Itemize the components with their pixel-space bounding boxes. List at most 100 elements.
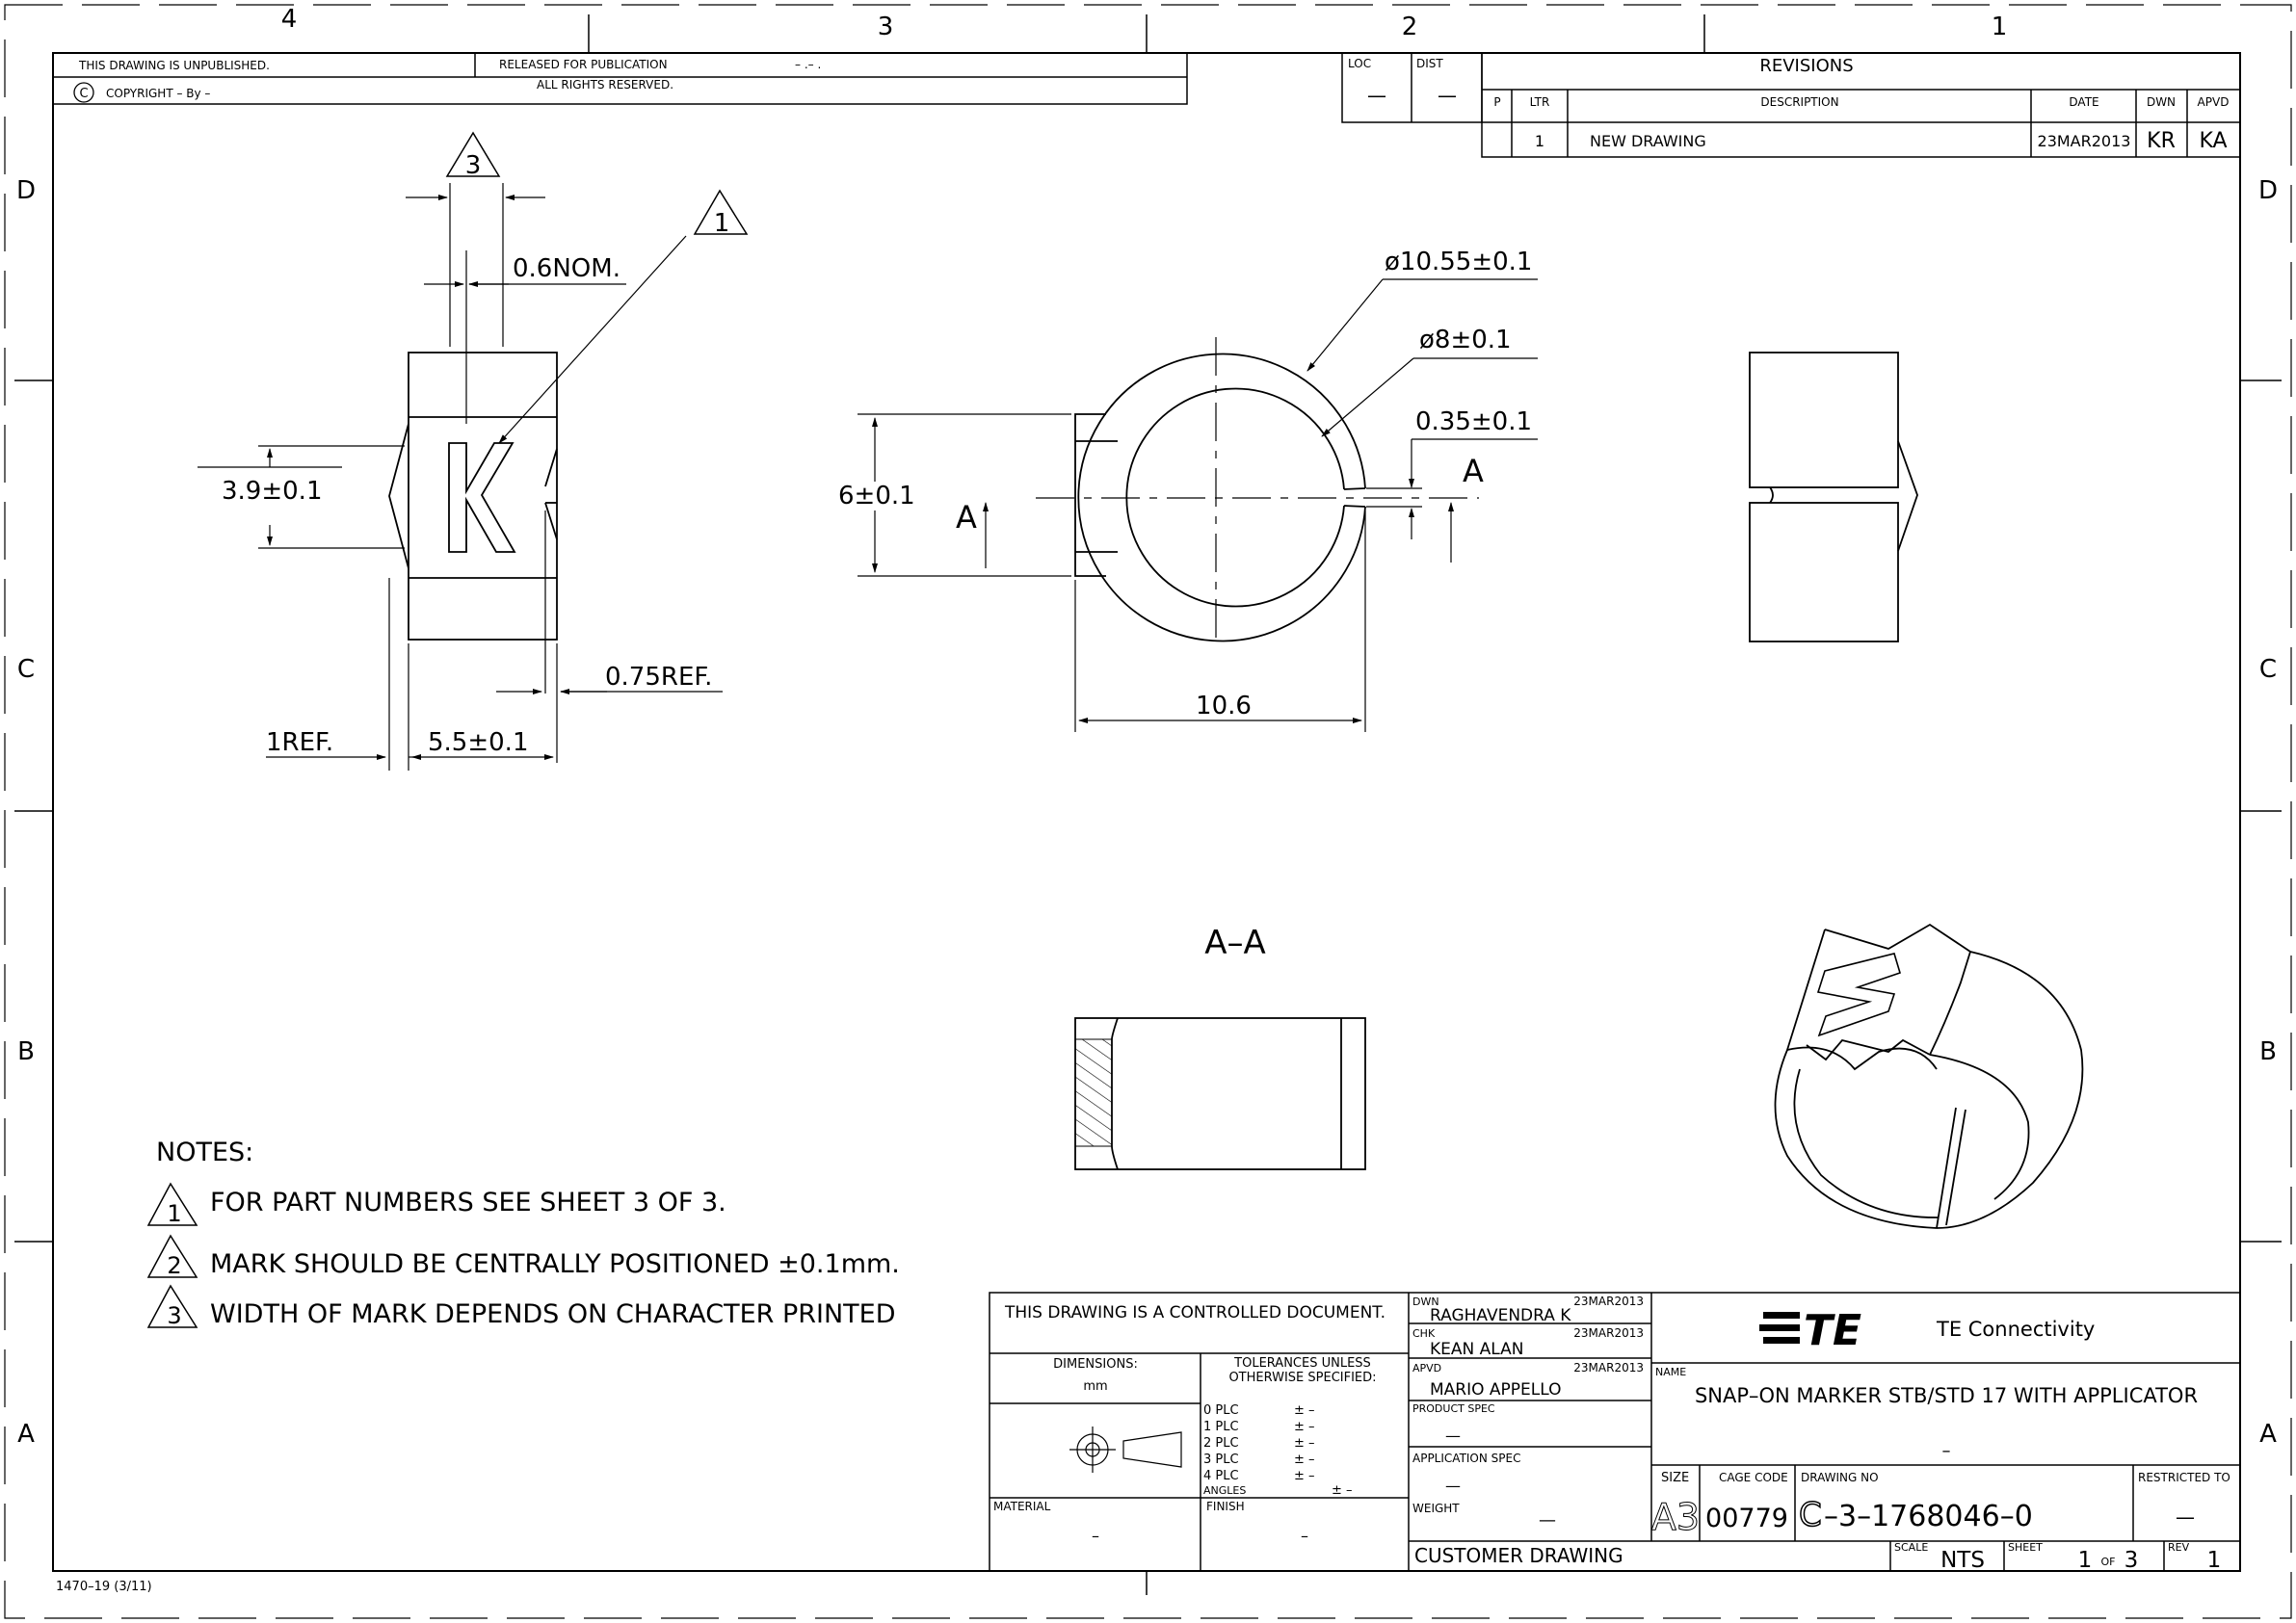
zone-col-2: 2 xyxy=(1402,13,1418,41)
rev-label: REV xyxy=(2168,1541,2190,1554)
plc-1: 1 PLC xyxy=(1203,1420,1239,1434)
section-arrow-right-label: A xyxy=(1463,453,1484,489)
zone-col-3: 3 xyxy=(878,13,894,41)
plc-2-tol: ± – xyxy=(1294,1436,1315,1451)
sheet-label: SHEET xyxy=(2008,1541,2043,1554)
copyright-text: COPYRIGHT – By – xyxy=(106,87,210,100)
rev-row-apvd: KA xyxy=(2199,129,2227,153)
finish-value: – xyxy=(1301,1527,1308,1545)
application-spec-label: APPLICATION SPEC xyxy=(1412,1452,1520,1465)
released-label: RELEASED FOR PUBLICATION xyxy=(499,58,668,71)
loc-dist-block: LOC DIST — — xyxy=(1341,52,1483,123)
rev-header-p: P xyxy=(1493,95,1500,109)
controlled-document: THIS DRAWING IS A CONTROLLED DOCUMENT. xyxy=(1004,1303,1386,1322)
loc-value: — xyxy=(1367,84,1386,107)
projection-symbol-icon xyxy=(1069,1427,1182,1473)
rev-header-dwn: DWN xyxy=(2147,95,2176,109)
callout-1-number: 1 xyxy=(714,209,730,238)
dimensions-label: DIMENSIONS: xyxy=(1053,1357,1138,1372)
zone-row-b-left: B xyxy=(17,1037,35,1066)
callout-3-triangle: 3 xyxy=(445,131,501,180)
dim-1-ref: 1REF. xyxy=(266,728,333,757)
note-2-number: 2 xyxy=(167,1252,181,1279)
name-label: NAME xyxy=(1655,1366,1686,1378)
zone-row-c-left: C xyxy=(17,655,35,684)
finish-label: FINISH xyxy=(1206,1500,1245,1513)
material-value: – xyxy=(1092,1527,1099,1545)
material-label: MATERIAL xyxy=(993,1500,1051,1513)
plc-0: 0 PLC xyxy=(1203,1403,1239,1418)
sheet-total: 3 xyxy=(2124,1548,2139,1573)
rights-reserved: ALL RIGHTS RESERVED. xyxy=(537,78,673,92)
mark-letter-k xyxy=(448,442,516,553)
customer-drawing: CUSTOMER DRAWING xyxy=(1414,1544,1623,1567)
section-a-a: A–A xyxy=(1074,924,1366,1170)
plc-1-tol: ± – xyxy=(1294,1420,1315,1434)
application-spec-value: — xyxy=(1445,1477,1461,1495)
company-name: TE Connectivity xyxy=(1936,1318,2095,1341)
rev-header-date: DATE xyxy=(2069,95,2098,109)
dim-dia-inner: ø8±0.1 xyxy=(1419,326,1512,354)
form-number: 1470–19 (3/11) xyxy=(56,1580,152,1594)
plc-3-tol: ± – xyxy=(1294,1453,1315,1467)
rev-row-date: 23MAR2013 xyxy=(2038,132,2131,150)
tolerances-line-2: OTHERWISE SPECIFIED: xyxy=(1228,1371,1376,1385)
plc-angles: ANGLES xyxy=(1203,1484,1246,1497)
zone-labels: 4 3 2 1 D C B A D C B A xyxy=(16,5,2278,1449)
isometric-view xyxy=(1774,923,2084,1229)
scale-label: SCALE xyxy=(1894,1541,1928,1554)
dim-5-5: 5.5±0.1 xyxy=(428,728,528,757)
section-arrow-left-label: A xyxy=(956,499,977,536)
sheet-frame xyxy=(4,4,2292,1619)
revisions-title: REVISIONS xyxy=(1759,56,1853,76)
loc-label: LOC xyxy=(1348,57,1371,70)
chk-date: 23MAR2013 xyxy=(1573,1326,1644,1340)
dim-dia-outer: ø10.55±0.1 xyxy=(1385,248,1532,276)
tolerances-line-1: TOLERANCES UNLESS xyxy=(1233,1356,1371,1371)
dist-value: — xyxy=(1438,84,1457,107)
dwn-name: RAGHAVENDRA K xyxy=(1430,1306,1571,1325)
drawing-no-value: –3–1768046–0 xyxy=(1824,1500,2033,1533)
dwn-label: DWN xyxy=(1412,1296,1439,1308)
dist-label: DIST xyxy=(1416,57,1443,70)
zone-row-b-right: B xyxy=(2259,1037,2277,1066)
dim-gap: 0.35±0.1 xyxy=(1415,407,1532,436)
te-logo-text: TE xyxy=(1804,1306,1861,1355)
drawing-no-prefix: C xyxy=(1799,1496,1822,1534)
publication-header: THIS DRAWING IS UNPUBLISHED. RELEASED FO… xyxy=(52,52,1188,105)
section-title: A–A xyxy=(1204,924,1266,962)
weight-value: — xyxy=(1539,1510,1556,1531)
zone-row-d-left: D xyxy=(16,176,36,205)
chk-name: KEAN ALAN xyxy=(1430,1340,1523,1359)
sheet-value: 1 xyxy=(2078,1548,2093,1573)
rev-header-ltr: LTR xyxy=(1530,95,1550,109)
zone-row-d-right: D xyxy=(2258,176,2278,205)
iso-mark-letter-k xyxy=(1816,953,1901,1037)
name-sub: – xyxy=(1942,1441,1951,1461)
copyright-c: C xyxy=(79,87,88,101)
rev-header-description: DESCRIPTION xyxy=(1760,95,1838,109)
plc-angles-tol: ± – xyxy=(1332,1483,1353,1498)
sheet-of: OF xyxy=(2101,1556,2116,1568)
apvd-name: MARIO APPELLO xyxy=(1430,1380,1562,1400)
callout-1-triangle: 1 xyxy=(693,189,749,238)
rev-value: 1 xyxy=(2207,1548,2222,1573)
dim-0-6-nom: 0.6NOM. xyxy=(513,254,620,283)
plc-4-tol: ± – xyxy=(1294,1469,1315,1483)
released-value: – .– . xyxy=(795,58,821,71)
note-3-text: WIDTH OF MARK DEPENDS ON CHARACTER PRINT… xyxy=(210,1299,896,1329)
product-spec-label: PRODUCT SPEC xyxy=(1412,1402,1495,1415)
rev-row-ltr: 1 xyxy=(1535,132,1544,150)
zone-row-a-left: A xyxy=(17,1420,35,1449)
notes-title: NOTES: xyxy=(156,1138,253,1167)
plc-3: 3 PLC xyxy=(1203,1453,1239,1467)
restricted-label: RESTRICTED TO xyxy=(2138,1471,2230,1484)
callout-3-number: 3 xyxy=(465,151,482,180)
te-logo: TE xyxy=(1759,1306,1861,1355)
copyright-icon xyxy=(73,82,94,103)
rev-header-apvd: APVD xyxy=(2198,95,2230,109)
size-value: A3 xyxy=(1651,1496,1700,1538)
dim-width: 10.6 xyxy=(1196,692,1252,720)
rev-row-dwn: KR xyxy=(2147,129,2176,153)
